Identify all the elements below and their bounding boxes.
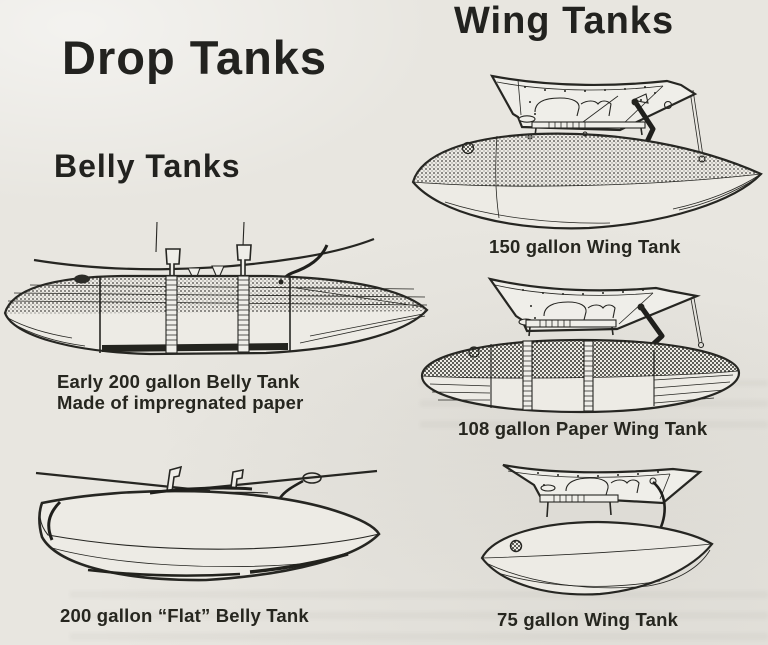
flat-belly-tank-caption: 200 gallon “Flat” Belly Tank [60, 605, 309, 626]
wing-tank-150-illustration [411, 74, 763, 230]
wing-tank-108-illustration [420, 277, 741, 414]
caption-line: Made of impregnated paper [57, 392, 304, 413]
wing-tanks-heading: Wing Tanks [454, 0, 675, 42]
page-bleed-through [70, 585, 768, 640]
rivet-dots [524, 86, 656, 115]
flat-belly-tank-illustration [35, 465, 381, 582]
wing-tank-75-caption: 75 gallon Wing Tank [497, 609, 679, 630]
rivet-dots [522, 289, 644, 319]
early-belly-tank-caption: Early 200 gallon Belly Tank Made of impr… [57, 371, 304, 413]
early-belly-tank-illustration [3, 221, 429, 356]
wing-tank-75-illustration [480, 463, 714, 596]
wing-tank-108-caption: 108 gallon Paper Wing Tank [458, 418, 708, 439]
wing-tank-150-caption: 150 gallon Wing Tank [489, 236, 681, 257]
page-title: Drop Tanks [62, 31, 328, 84]
caption-line: Early 200 gallon Belly Tank [57, 371, 300, 392]
belly-tanks-heading: Belly Tanks [54, 148, 241, 184]
